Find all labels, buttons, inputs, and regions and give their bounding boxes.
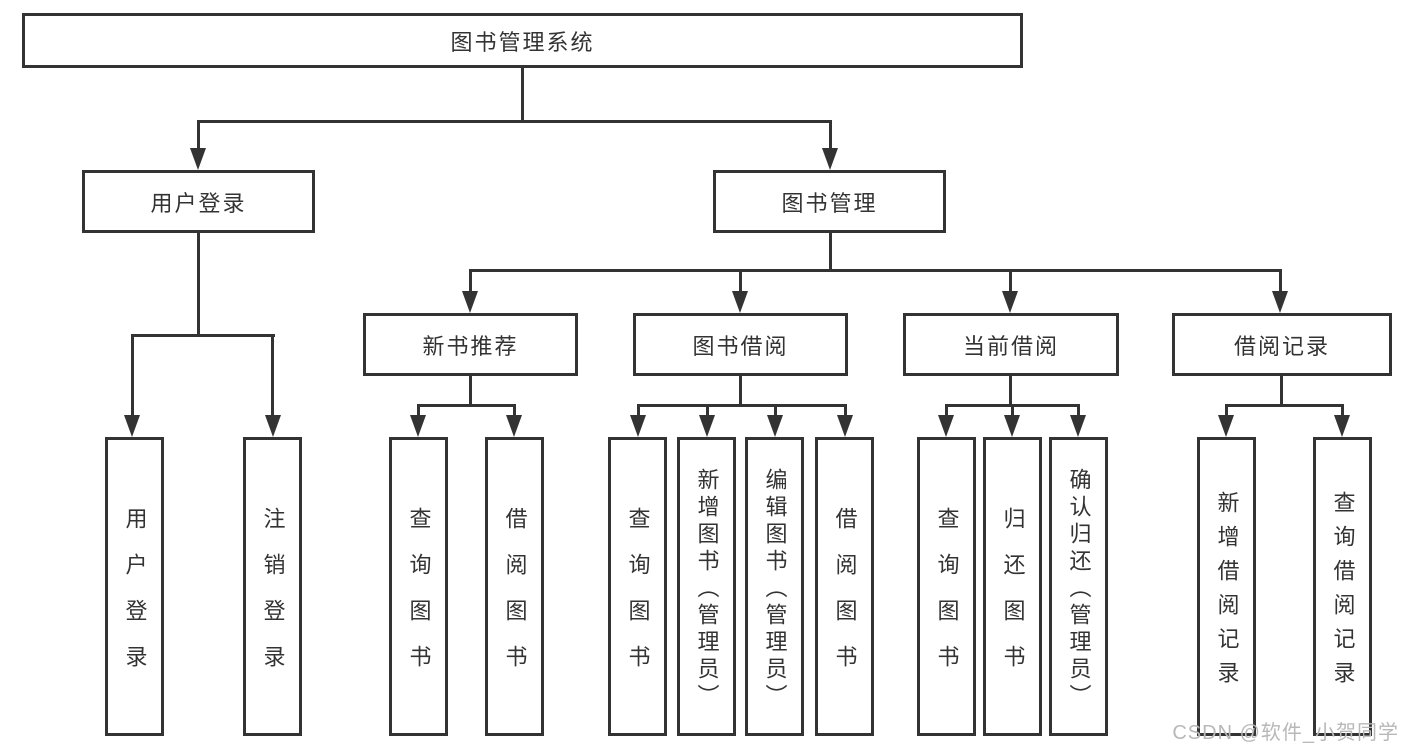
connector-line: [637, 404, 847, 407]
connector-line: [739, 376, 742, 406]
connector-line: [945, 407, 948, 417]
connector-line: [1341, 407, 1344, 417]
connector-line: [1009, 376, 1012, 406]
connector-line: [417, 407, 420, 417]
node-book-management: 图书管理: [713, 170, 946, 233]
leaf-label: 注销登录: [260, 506, 286, 691]
node-user-login: 用户登录: [82, 170, 315, 233]
connector-line: [1011, 407, 1014, 417]
node-library-management-system: 图书管理系统: [22, 13, 1023, 68]
connector-line: [417, 404, 516, 407]
leaf-add-book-admin: 新增图书（管理员）: [677, 437, 736, 736]
leaf-query-books-recommend: 查询图书: [389, 437, 448, 736]
leaf-label: 编辑图书（管理员）: [762, 467, 788, 711]
leaf-borrow-books-recommend: 借阅图书: [485, 437, 544, 736]
arrowhead-icon: [837, 415, 853, 437]
arrowhead-icon: [506, 415, 522, 437]
connector-line: [513, 407, 516, 417]
arrowhead-icon: [822, 148, 838, 170]
csdn-watermark: CSDN @软件_小贺同学: [1172, 722, 1399, 744]
connector-line: [1225, 407, 1228, 417]
leaf-label: 查询图书: [934, 506, 960, 691]
leaf-add-borrow-record: 新增借阅记录: [1197, 437, 1256, 736]
leaf-return-book: 归还图书: [983, 437, 1042, 736]
arrowhead-icon: [938, 415, 954, 437]
leaf-label: 借阅图书: [502, 506, 528, 691]
connector-line: [829, 123, 832, 150]
connector-line: [271, 337, 274, 417]
leaf-label: 查询图书: [406, 506, 432, 691]
connector-line: [1279, 272, 1282, 292]
connector-line: [131, 334, 275, 337]
leaf-query-borrow-record: 查询借阅记录: [1313, 437, 1372, 736]
node-label: 新书推荐: [422, 333, 519, 359]
connector-line: [1280, 376, 1283, 406]
leaf-label: 归还图书: [1000, 506, 1026, 691]
node-label: 当前借阅: [962, 333, 1059, 359]
arrowhead-icon: [1002, 291, 1018, 313]
arrowhead-icon: [1070, 415, 1086, 437]
leaf-label: 新增借阅记录: [1214, 490, 1240, 695]
arrowhead-icon: [190, 148, 206, 170]
arrowhead-icon: [1334, 415, 1350, 437]
connector-line: [197, 120, 832, 123]
leaf-label: 查询图书: [625, 506, 651, 691]
connector-line: [469, 272, 472, 292]
leaf-query-books-current: 查询图书: [917, 437, 976, 736]
connector-line: [774, 407, 777, 417]
connector-line: [637, 407, 640, 417]
leaf-logout: 注销登录: [243, 437, 302, 736]
connector-line: [829, 233, 832, 271]
connector-line: [197, 123, 200, 150]
leaf-query-books-borrowing: 查询图书: [608, 437, 667, 736]
connector-line: [197, 233, 200, 335]
arrowhead-icon: [1218, 415, 1234, 437]
arrowhead-icon: [1004, 415, 1020, 437]
node-label: 用户登录: [150, 190, 247, 216]
leaf-label: 确认归还（管理员）: [1066, 467, 1092, 711]
connector-line: [1225, 404, 1344, 407]
node-label: 图书借阅: [692, 333, 789, 359]
leaf-label: 用户登录: [122, 506, 148, 691]
arrowhead-icon: [630, 415, 646, 437]
arrowhead-icon: [699, 415, 715, 437]
connector-line: [844, 407, 847, 417]
connector-line: [521, 68, 524, 121]
arrowhead-icon: [732, 291, 748, 313]
node-label: 图书管理: [781, 190, 878, 216]
leaf-edit-book-admin: 编辑图书（管理员）: [745, 437, 804, 736]
node-label: 借阅记录: [1233, 333, 1330, 359]
leaf-label: 新增图书（管理员）: [694, 467, 720, 711]
arrowhead-icon: [265, 415, 281, 437]
connector-line: [131, 337, 134, 417]
connector-line: [469, 376, 472, 406]
arrowhead-icon: [124, 415, 140, 437]
leaf-confirm-return-admin: 确认归还（管理员）: [1049, 437, 1108, 736]
arrowhead-icon: [1272, 291, 1288, 313]
arrowhead-icon: [410, 415, 426, 437]
node-current-borrowing: 当前借阅: [903, 313, 1119, 376]
arrowhead-icon: [462, 291, 478, 313]
node-book-borrowing: 图书借阅: [633, 313, 848, 376]
node-new-book-recommendation: 新书推荐: [363, 313, 578, 376]
connector-line: [706, 407, 709, 417]
connector-line: [1077, 407, 1080, 417]
leaf-user-login: 用户登录: [105, 437, 164, 736]
leaf-label: 借阅图书: [832, 506, 858, 691]
node-borrowing-records: 借阅记录: [1172, 313, 1392, 376]
connector-line: [739, 272, 742, 292]
node-label: 图书管理系统: [450, 29, 595, 55]
arrowhead-icon: [767, 415, 783, 437]
leaf-borrow-books-borrowing: 借阅图书: [815, 437, 874, 736]
connector-line: [945, 404, 1080, 407]
connector-line: [469, 269, 1282, 272]
connector-line: [1009, 272, 1012, 292]
leaf-label: 查询借阅记录: [1330, 490, 1356, 695]
